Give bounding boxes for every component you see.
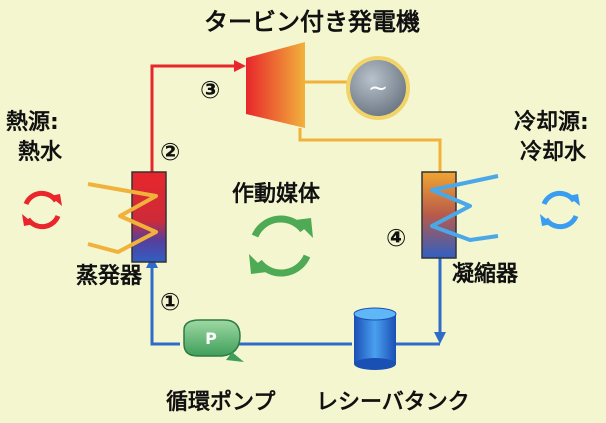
heat-source-cycle-icon [22,190,62,230]
condenser-label: 凝縮器 [452,262,519,287]
receiver-tank-label: レシーバタンク [316,390,470,415]
pump [183,319,244,362]
pipes [146,60,446,346]
evaporator [131,171,167,263]
pipe-pump-to-evap [150,262,180,346]
arrow-to-tank [434,332,446,344]
heat-coil [87,182,158,254]
heat-source-label-line2: 熱水 [18,140,63,165]
cooling-coil [430,174,499,242]
pipe-hot [150,64,236,172]
step-3-marker: ③ [200,76,221,104]
cold-source-label-line2: 冷却水 [520,140,587,165]
arrow-to-turbine [234,60,246,72]
working-fluid-label: 作動媒体 [232,182,321,207]
receiver-tank [353,307,397,370]
generator [346,56,410,120]
working-fluid-cycle-icon [249,215,313,277]
heat-source-label-line1: 熱源: [6,110,59,135]
pump-label: 循環ポンプ [166,390,276,415]
turbine [246,42,305,128]
step-1-marker: ① [160,288,181,316]
diagram-title: タービン付き発電機 [204,8,420,36]
pump-symbol: P [205,329,217,348]
evaporator-label: 蒸発器 [76,264,143,289]
cold-source-label-line1: 冷却源: [514,110,589,135]
step-2-marker: ② [160,138,181,166]
generator-symbol: ~ [368,74,388,102]
step-4-marker: ④ [386,224,407,252]
pipe-warm [298,128,442,172]
cooling-cycle-icon [540,190,580,230]
